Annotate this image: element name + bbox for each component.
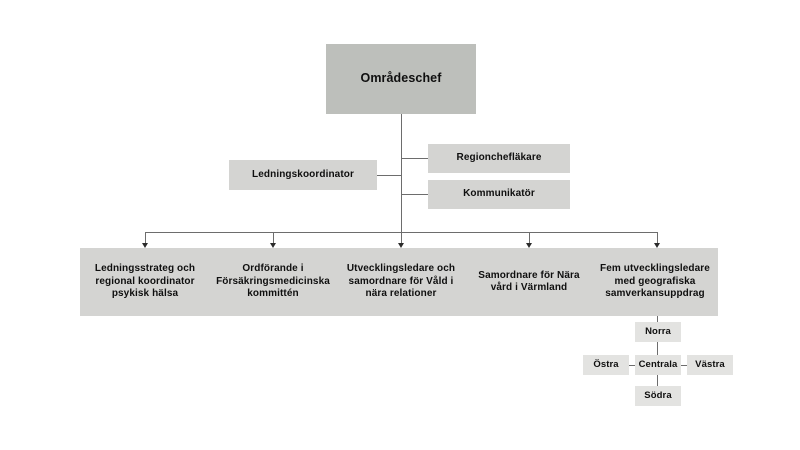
node-ledningskoordinator-label: Ledningskoordinator: [252, 168, 354, 180]
node-geo-centrala[interactable]: Centrala: [635, 355, 681, 375]
arrow-down-icon-unit-5: [654, 243, 660, 248]
node-unit-utvecklingsledare-vald-label: Utvecklingsledare och samordnare för Vål…: [346, 263, 456, 300]
connector-drop-unit-5: [657, 232, 658, 246]
node-unit-fem-utvecklingsledare-label: Fem utvecklingsledare med geografiska sa…: [600, 263, 710, 300]
connector-geo-norra-centrala: [657, 342, 658, 355]
node-omradeschef-label: Områdeschef: [360, 71, 442, 86]
connector-geo-centrala-vastra: [681, 365, 687, 366]
node-kommunikator[interactable]: Kommunikatör: [428, 180, 570, 209]
arrow-down-icon-unit-3: [398, 243, 404, 248]
connector-geo-centrala-sodra: [657, 375, 658, 386]
node-unit-ledningsstrateg[interactable]: Ledningsstrateg och regional koordinator…: [80, 248, 210, 316]
node-unit-fem-utvecklingsledare[interactable]: Fem utvecklingsledare med geografiska sa…: [592, 248, 718, 316]
node-geo-norra-label: Norra: [645, 326, 671, 338]
node-unit-utvecklingsledare-vald[interactable]: Utvecklingsledare och samordnare för Vål…: [336, 248, 466, 316]
connector-drop-unit-2: [273, 232, 274, 246]
node-geo-vastra[interactable]: Västra: [687, 355, 733, 375]
connector-staff-regionchefläkare: [401, 158, 428, 159]
node-unit-samordnare-nara-vard[interactable]: Samordnare för Nära vård i Värmland: [464, 248, 594, 316]
arrow-down-icon-unit-4: [526, 243, 532, 248]
node-regionchefläkare[interactable]: Regionchefläkare: [428, 144, 570, 173]
connector-drop-unit-1: [145, 232, 146, 246]
connector-drop-unit-3: [401, 232, 402, 246]
node-unit-ordforande[interactable]: Ordförande i Försäkringsmedicinska kommi…: [208, 248, 338, 316]
node-geo-ostra[interactable]: Östra: [583, 355, 629, 375]
node-geo-sodra-label: Södra: [644, 390, 672, 402]
connector-staff-kommunikator: [401, 194, 428, 195]
node-kommunikator-label: Kommunikatör: [463, 188, 535, 200]
node-regionchefläkare-label: Regionchefläkare: [456, 152, 542, 164]
node-geo-ostra-label: Östra: [593, 359, 619, 371]
node-unit-ordforande-label: Ordförande i Försäkringsmedicinska kommi…: [216, 263, 330, 300]
node-omradeschef[interactable]: Områdeschef: [326, 44, 476, 114]
arrow-down-icon-unit-1: [142, 243, 148, 248]
connector-geo-ostra-centrala: [629, 365, 635, 366]
connector-trunk-main: [401, 114, 402, 232]
arrow-down-icon-unit-2: [270, 243, 276, 248]
node-unit-samordnare-nara-vard-label: Samordnare för Nära vård i Värmland: [478, 269, 580, 294]
node-geo-norra[interactable]: Norra: [635, 322, 681, 342]
node-geo-centrala-label: Centrala: [638, 359, 678, 371]
node-ledningskoordinator[interactable]: Ledningskoordinator: [229, 160, 377, 190]
connector-geo-stem: [657, 316, 658, 322]
connector-drop-unit-4: [529, 232, 530, 246]
connector-staff-coordinator: [377, 175, 402, 176]
node-geo-sodra[interactable]: Södra: [635, 386, 681, 406]
node-unit-ledningsstrateg-label: Ledningsstrateg och regional koordinator…: [94, 263, 196, 300]
node-geo-vastra-label: Västra: [695, 359, 725, 371]
